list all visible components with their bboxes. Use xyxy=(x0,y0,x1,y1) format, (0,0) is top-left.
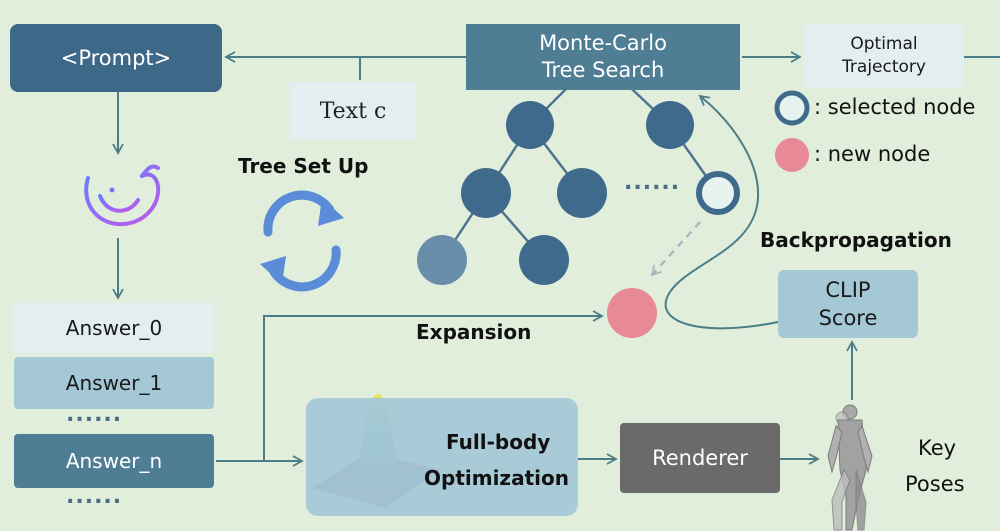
legend-new-label: : new node xyxy=(814,142,931,166)
renderer-label: Renderer xyxy=(652,446,748,470)
prompt-label: <Prompt> xyxy=(60,46,172,70)
text-c-box: Text c xyxy=(290,82,416,140)
answer-n-label: Answer_n xyxy=(65,449,163,473)
full-body-label-line1: Full-body xyxy=(446,430,551,454)
tree-node xyxy=(417,235,467,285)
clip-score-box: CLIP Score xyxy=(778,270,918,338)
arrow-dashed-expansion xyxy=(650,221,701,277)
answer-n-box: Answer_n xyxy=(14,434,214,488)
clip-label-line1: CLIP xyxy=(825,277,871,302)
key-poses-label-line2: Poses xyxy=(905,472,965,496)
answer-1-label: Answer_1 xyxy=(65,371,163,395)
optimal-label-line1: Optimal xyxy=(850,34,918,55)
human-pose-icon xyxy=(827,404,873,531)
tree-node xyxy=(646,101,694,149)
optimal-label-line2: Trajectory xyxy=(842,57,926,77)
answer-1-box: Answer_1 xyxy=(14,357,214,409)
legend-new-marker xyxy=(775,138,809,172)
expansion-label: Expansion xyxy=(416,320,532,344)
mcts-box: Monte-Carlo Tree Search xyxy=(466,24,740,90)
selected-tree-node xyxy=(696,171,740,215)
key-poses-label-line1: Key xyxy=(918,436,957,460)
tree-node xyxy=(506,101,554,149)
new-tree-node xyxy=(607,288,657,338)
answer-ellipsis: ...... xyxy=(66,402,123,427)
tree-node xyxy=(557,168,607,218)
optimal-trajectory-box: Optimal Trajectory xyxy=(804,24,964,88)
clip-label-line2: Score xyxy=(818,306,878,330)
prompt-box: <Prompt> xyxy=(10,24,222,92)
legend-selected-label: : selected node xyxy=(814,95,976,119)
mcts-label-line1: Monte-Carlo xyxy=(539,30,667,55)
tree-ellipsis: ...... xyxy=(624,170,681,195)
backpropagation-label: Backpropagation xyxy=(760,228,952,252)
mcts-label-line2: Tree Search xyxy=(541,58,665,82)
full-body-optimization-box xyxy=(306,398,578,516)
arrow-expansion-path xyxy=(263,310,604,461)
answer-list-ellipsis: ...... xyxy=(66,484,123,509)
deepseek-whale-icon xyxy=(84,164,161,227)
full-body-label-line2: Optimization xyxy=(424,466,569,490)
arrow-backpropagation xyxy=(664,94,779,330)
legend-selected-marker xyxy=(774,90,810,126)
answer-0-label: Answer_0 xyxy=(65,316,163,340)
refresh-cycle-icon xyxy=(260,190,344,292)
tree-node xyxy=(461,168,511,218)
text-c-label: Text c xyxy=(319,98,387,124)
renderer-box: Renderer xyxy=(620,423,780,493)
answer-0-box: Answer_0 xyxy=(14,303,214,353)
tree-node xyxy=(519,235,569,285)
tree-setup-label: Tree Set Up xyxy=(238,154,369,178)
